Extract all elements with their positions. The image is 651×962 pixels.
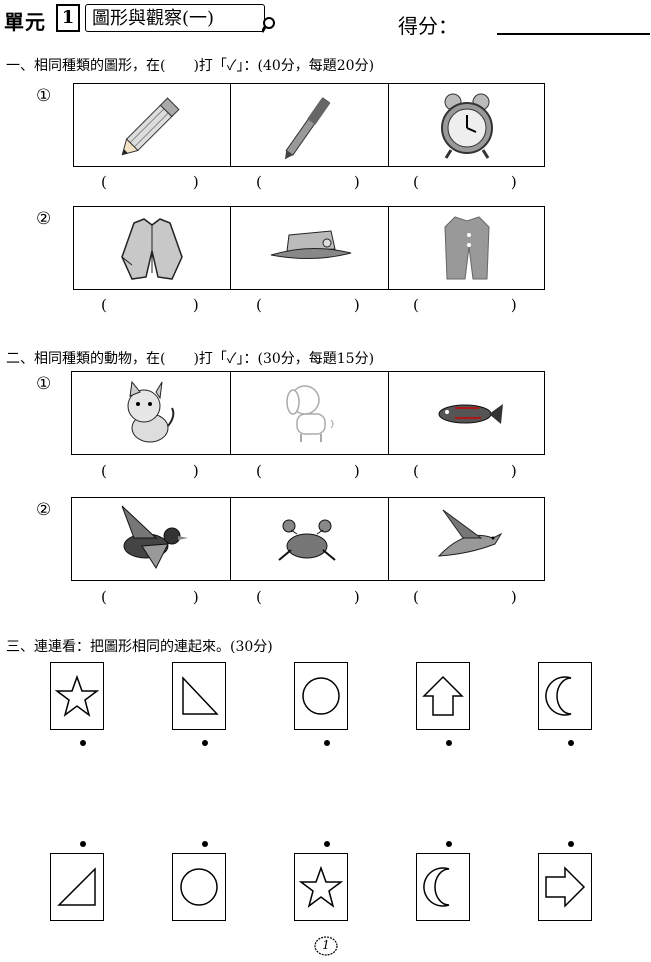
circle-icon [302, 677, 340, 715]
score-label: 得分： [398, 14, 458, 38]
bottom-shape-circle [172, 853, 226, 921]
bottom-shape-star [294, 853, 348, 921]
answer-paren-2-3[interactable]: () [413, 296, 517, 314]
top-dot-1[interactable] [80, 740, 86, 746]
pen-cell [230, 84, 389, 166]
star-icon [299, 865, 343, 908]
jacket-icon [121, 218, 183, 280]
crescent-icon [423, 867, 450, 907]
top-dot-5[interactable] [568, 740, 574, 746]
section1-row2-box [73, 206, 545, 290]
answer-paren-3-1[interactable]: () [101, 462, 199, 480]
top-shape-triangle [172, 662, 226, 730]
page-number: 1 [313, 935, 339, 957]
top-dot-4[interactable] [446, 740, 452, 746]
section3-question: 三、連連看：把圖形相同的連起來。(30分) [6, 639, 273, 655]
bottom-dot-4[interactable] [446, 841, 452, 847]
top-shape-star [50, 662, 104, 730]
bottom-dot-1[interactable] [80, 841, 86, 847]
right-triangle-icon [57, 867, 96, 906]
right-arrow-icon [545, 866, 586, 908]
answer-paren-2-1[interactable]: () [101, 296, 199, 314]
bird-cell [388, 498, 545, 580]
clock-cell [388, 84, 545, 166]
hat-cell [230, 207, 389, 289]
alarm-clock-icon [441, 93, 493, 159]
coat-cell [388, 207, 545, 289]
jacket-cell [74, 207, 230, 289]
hat-icon [270, 230, 352, 260]
duck-icon [121, 505, 188, 570]
answer-paren-3-3[interactable]: () [413, 462, 517, 480]
answer-paren-1-1[interactable]: () [101, 173, 199, 191]
coat-icon [444, 216, 490, 280]
answer-paren-4-1[interactable]: () [101, 588, 199, 606]
unit-label: 單元 [4, 10, 46, 34]
page-number-badge-icon [314, 936, 338, 956]
section2-question: 二、相同種類的動物，在( )打「✓」：(30分，每題15分) [6, 351, 375, 367]
up-arrow-icon [422, 675, 464, 716]
bird-icon [437, 509, 503, 557]
section1-row1-number: ① [36, 86, 52, 106]
top-shape-circle [294, 662, 348, 730]
unit-number: 1 [56, 4, 80, 32]
section2-row2-number: ② [36, 500, 52, 520]
fish-cell [388, 372, 545, 454]
section1-question: 一、相同種類的圖形，在( )打「✓」：(40分，每題20分) [6, 58, 375, 74]
crab-cell [230, 498, 389, 580]
crescent-icon [545, 676, 572, 716]
right-triangle-icon [182, 676, 219, 715]
circle-icon [180, 868, 218, 906]
pencil-cell [74, 84, 230, 166]
section1-row2-number: ② [36, 209, 52, 229]
cat-icon [127, 380, 175, 443]
bottom-dot-5[interactable] [568, 841, 574, 847]
fish-icon [438, 404, 503, 424]
top-shape-crescent [538, 662, 592, 730]
answer-paren-1-2[interactable]: () [256, 173, 360, 191]
answer-paren-2-2[interactable]: () [256, 296, 360, 314]
star-icon [55, 674, 99, 717]
answer-paren-4-3[interactable]: () [413, 588, 517, 606]
answer-paren-3-2[interactable]: () [256, 462, 360, 480]
top-dot-3[interactable] [324, 740, 330, 746]
top-shape-up-arrow [416, 662, 470, 730]
magnifier-icon [262, 17, 275, 33]
bottom-shape-right-arrow [538, 853, 592, 921]
section2-row1-number: ① [36, 374, 52, 394]
duck-cell [72, 498, 230, 580]
pencil-icon [121, 97, 180, 156]
section2-row2-box [71, 497, 545, 581]
unit-title: 圖形與觀察(一) [85, 4, 265, 32]
section1-row1-box [73, 83, 545, 167]
top-dot-2[interactable] [202, 740, 208, 746]
bottom-dot-3[interactable] [324, 841, 330, 847]
bottom-shape-triangle [50, 853, 104, 921]
dog-cell [230, 372, 389, 454]
score-answer-line[interactable] [497, 33, 650, 35]
crab-icon [278, 519, 336, 561]
bottom-shape-crescent [416, 853, 470, 921]
bottom-dot-2[interactable] [202, 841, 208, 847]
pen-icon [284, 97, 331, 160]
answer-paren-4-2[interactable]: () [256, 588, 360, 606]
section2-row1-box [71, 371, 545, 455]
answer-paren-1-3[interactable]: () [413, 173, 517, 191]
dog-icon [286, 385, 334, 442]
cat-cell [72, 372, 230, 454]
